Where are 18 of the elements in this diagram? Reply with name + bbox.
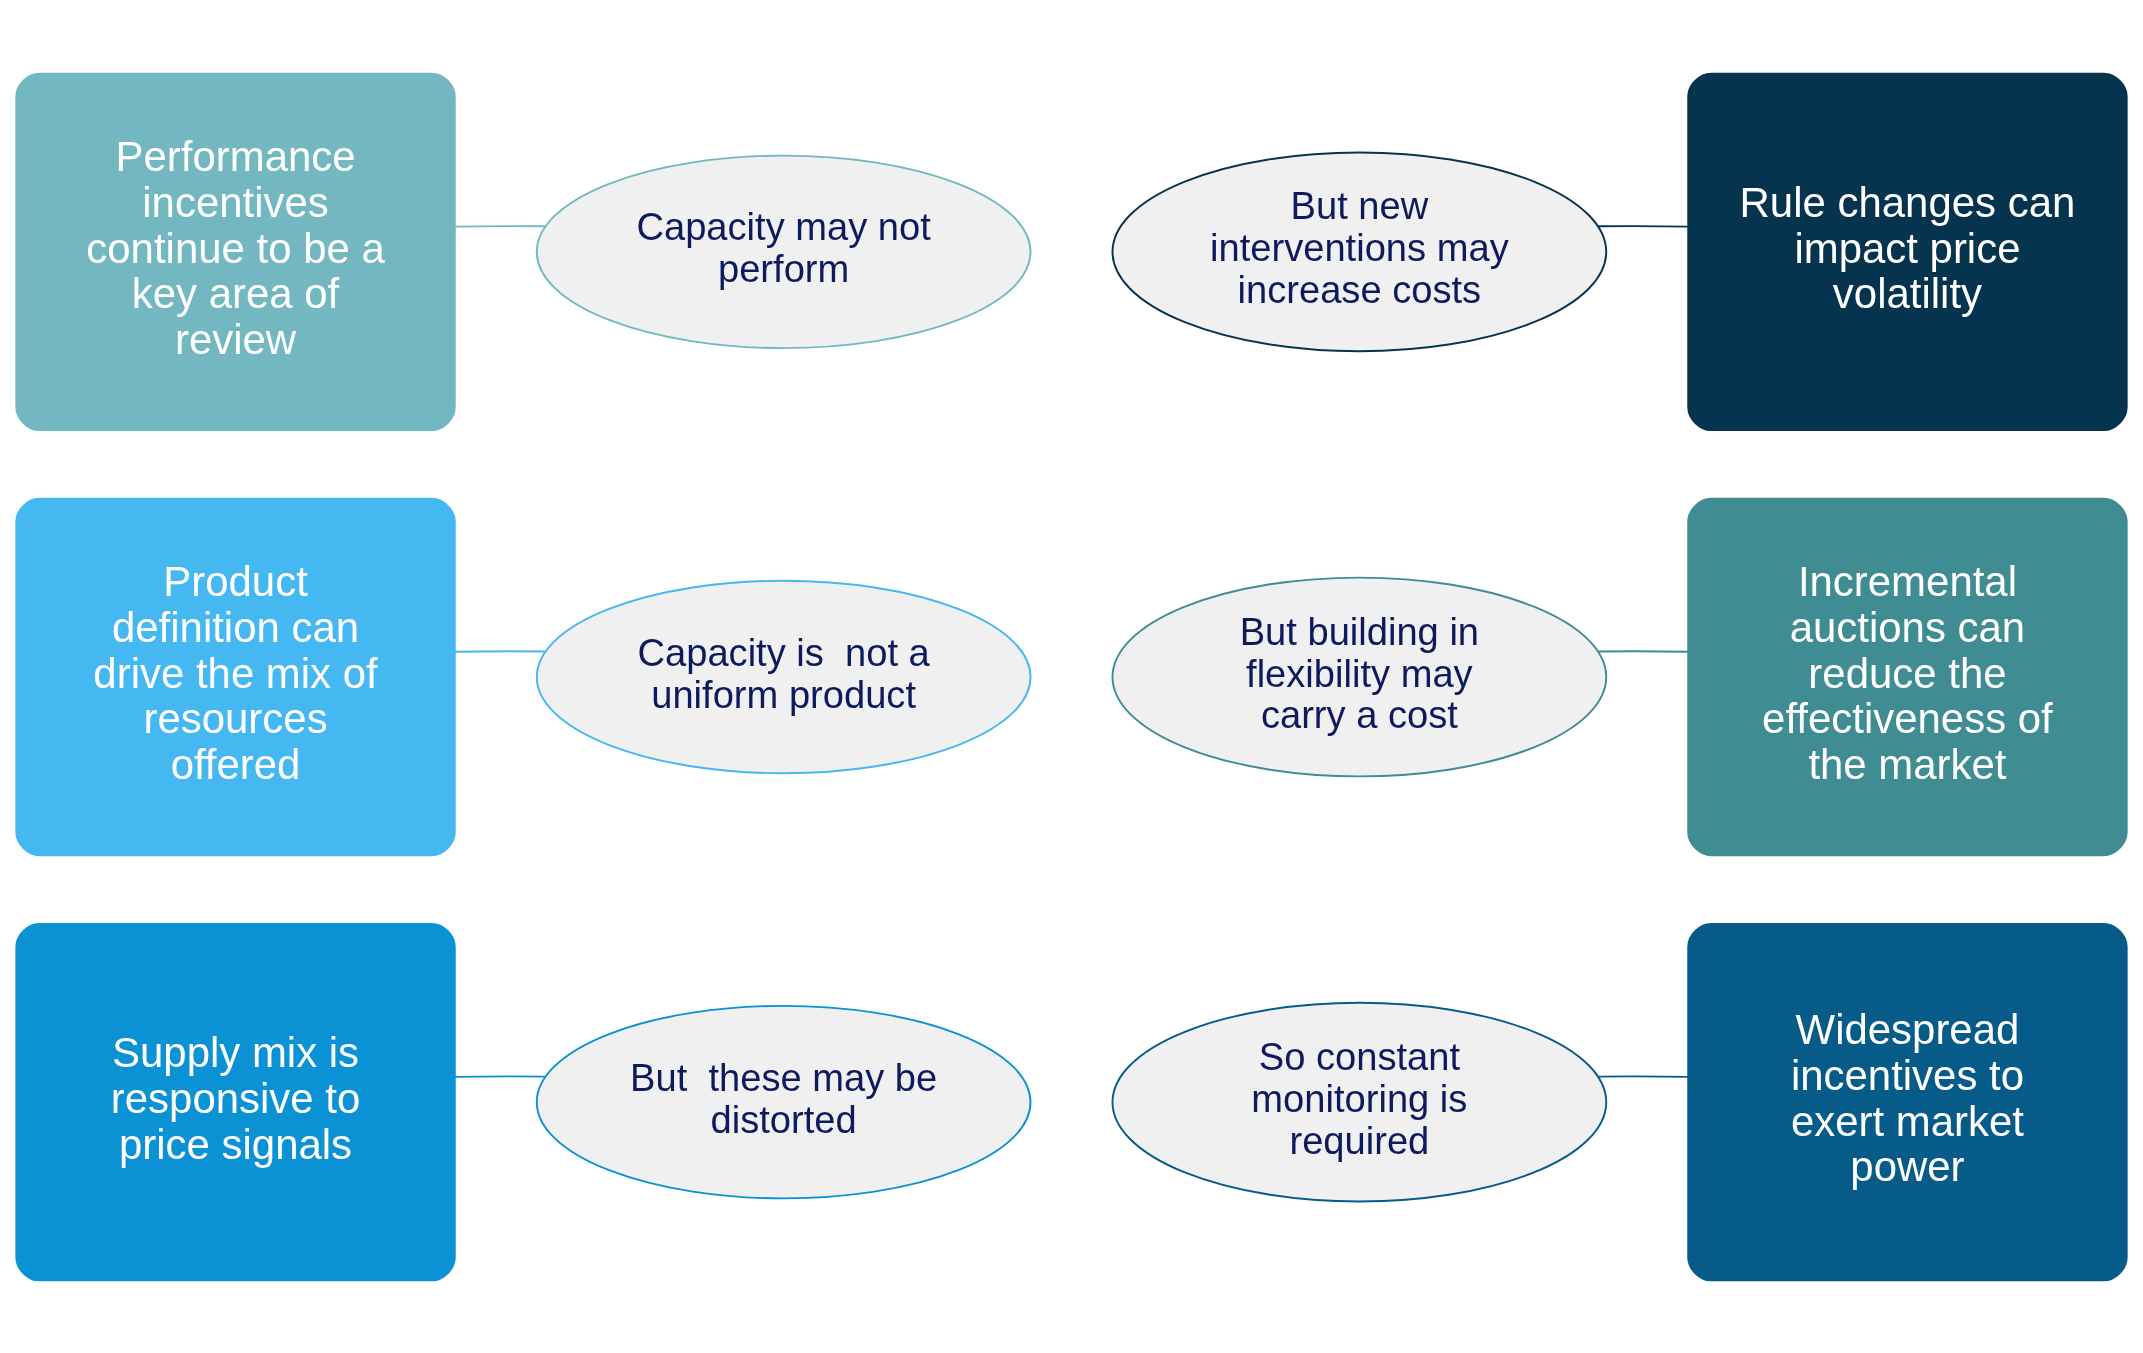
node-ellipse: But these may be distorted (535, 1004, 1032, 1199)
connector (1597, 649, 1689, 653)
node-ellipse: But building in flexibility may carry a cost (1111, 576, 1608, 777)
connector (453, 1074, 546, 1078)
node-ellipse: So constant monitoring is required (1111, 1001, 1608, 1202)
node-ellipse: Capacity may not perform (535, 154, 1032, 349)
node-box: Supply mix is responsive to price signals (15, 922, 456, 1281)
node-ellipse: But new interventions may increase costs (1111, 151, 1608, 352)
connector (1597, 1074, 1689, 1078)
connector (1597, 224, 1689, 228)
node-ellipse: Capacity is not a uniform product (535, 579, 1032, 774)
connector (453, 224, 546, 228)
connector (453, 649, 546, 653)
node-box: Performance incentives continue to be a key area of review (15, 72, 456, 431)
node-box: Product definition can drive the mix of resources offered (15, 497, 456, 856)
node-box: Incremental auctions can reduce the effectiveness of the market (1687, 497, 2128, 856)
node-box: Widespread incentives to exert market power (1687, 922, 2128, 1281)
node-box: Rule changes can impact price volatility (1687, 72, 2128, 431)
